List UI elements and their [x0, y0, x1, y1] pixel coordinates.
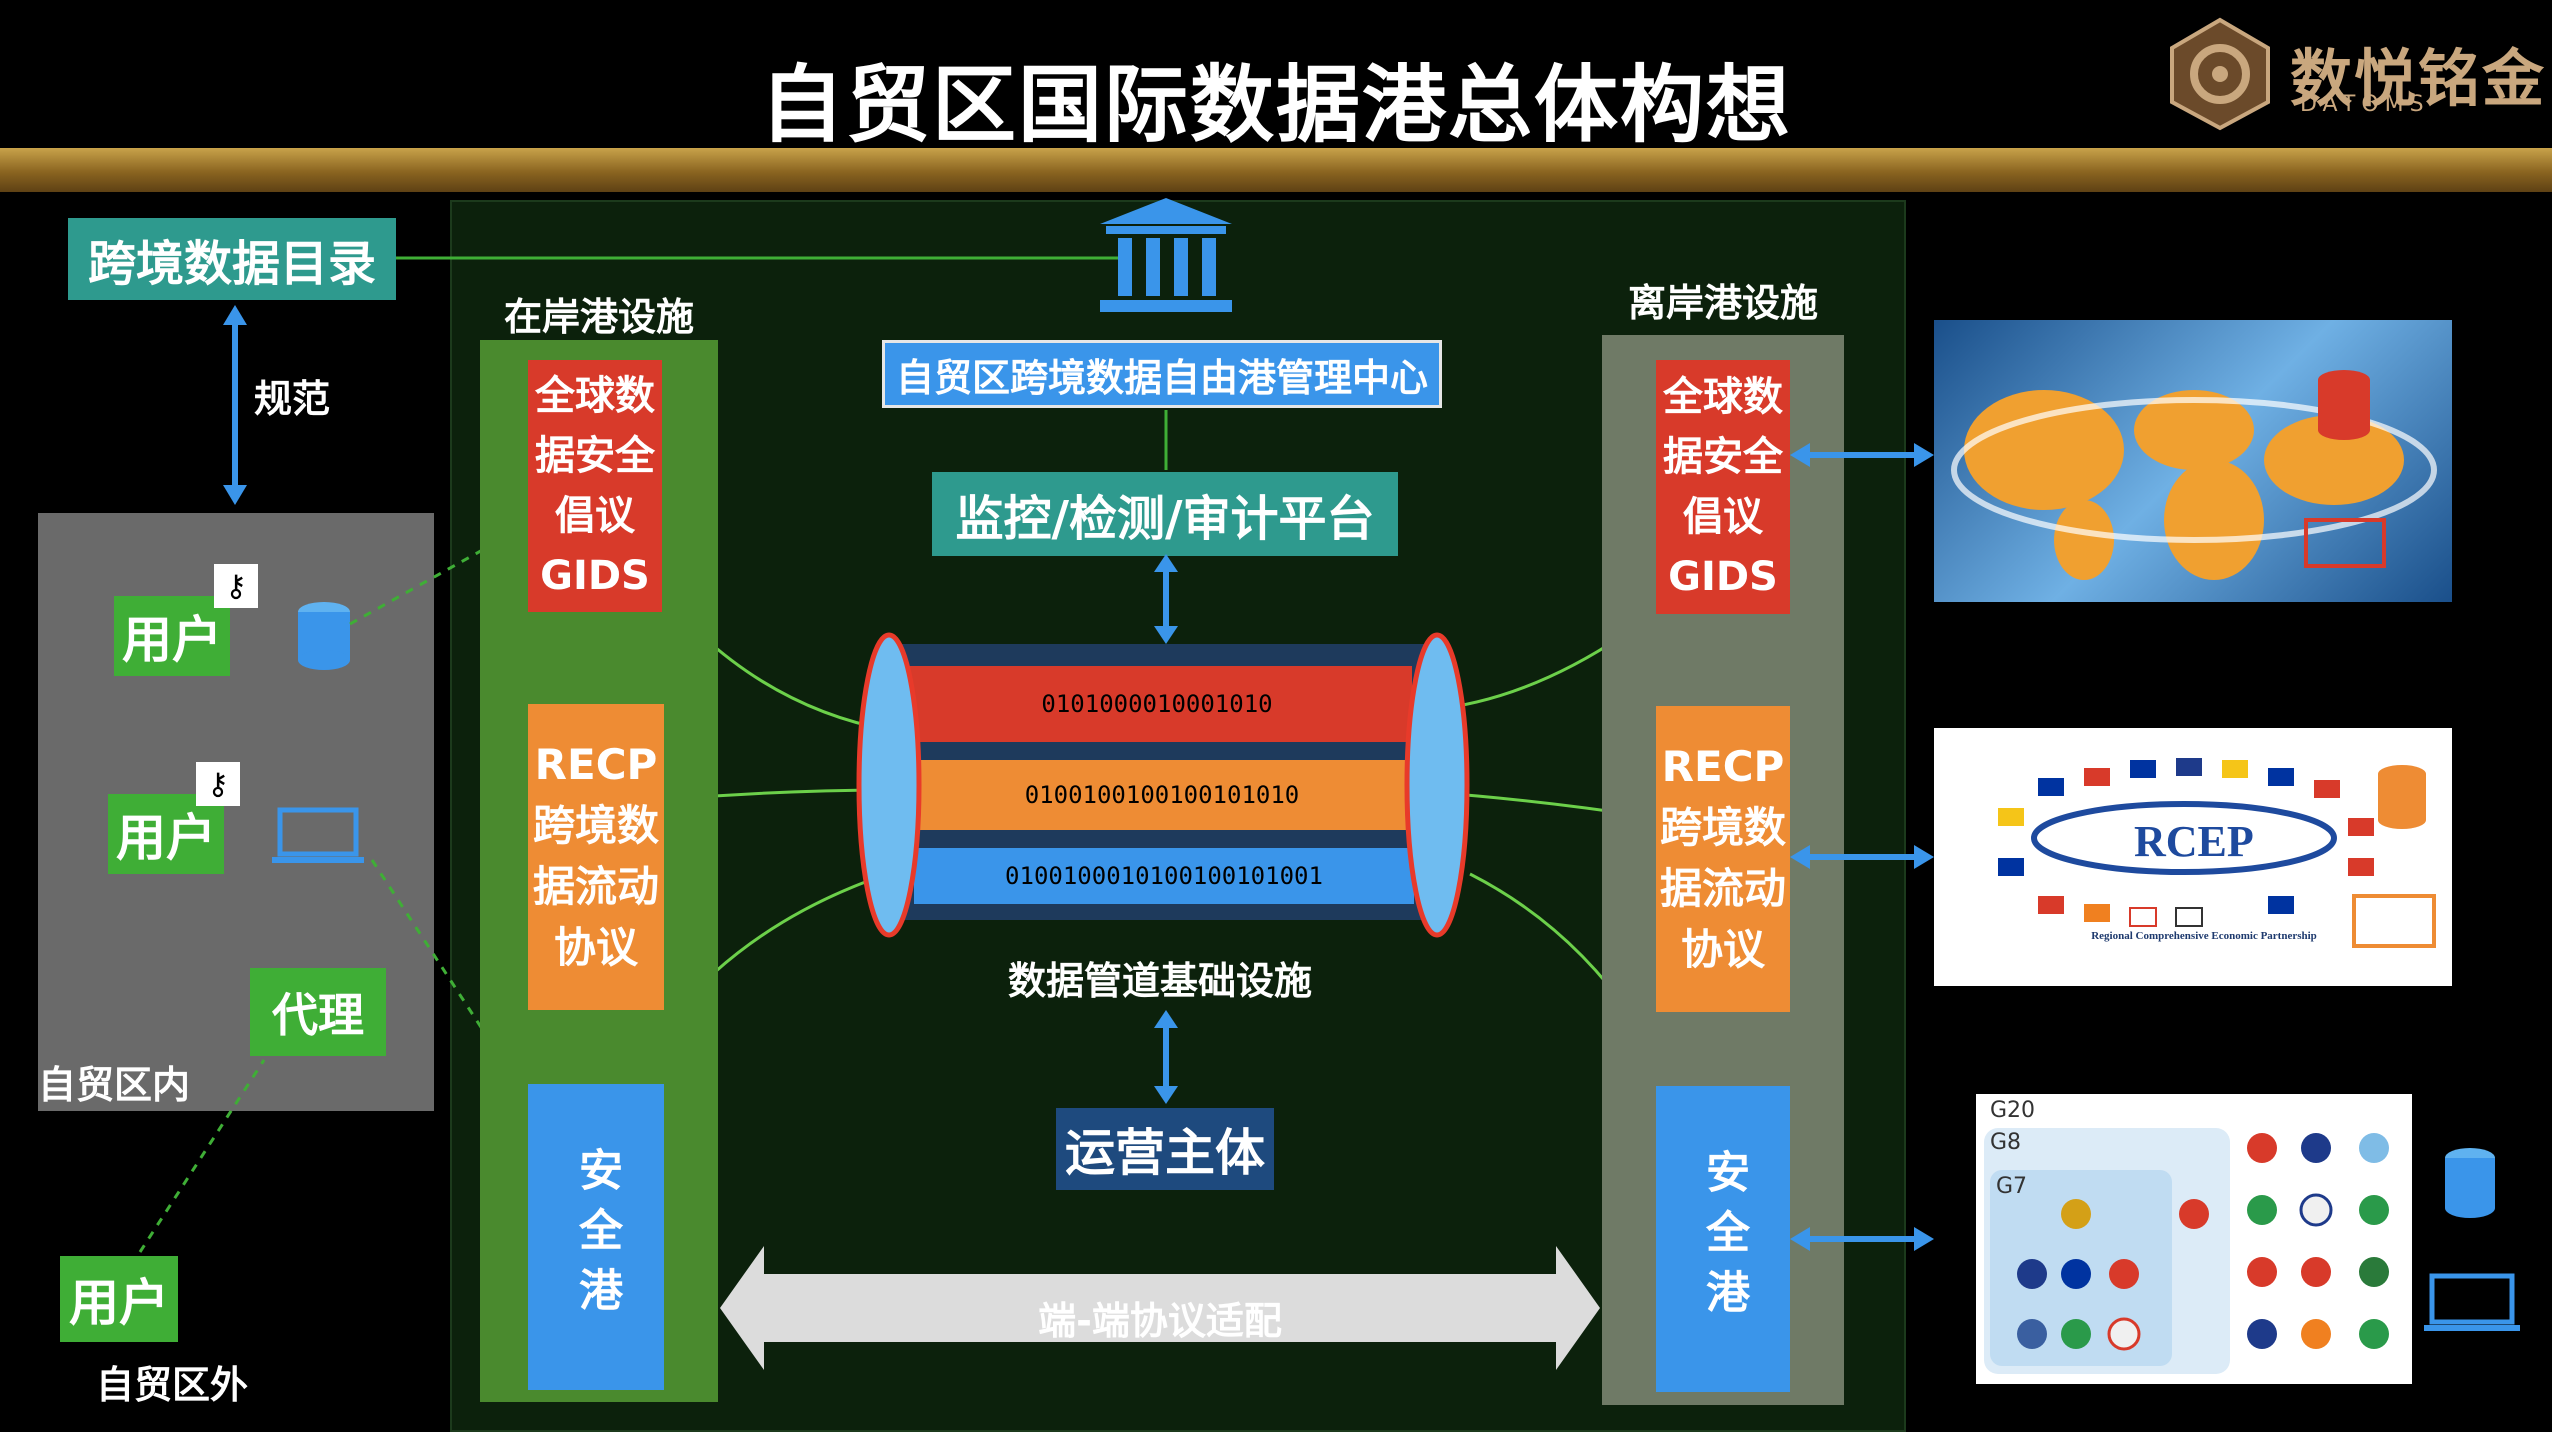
- world-map-image: [1934, 320, 2452, 602]
- key-icon: ⚷: [196, 762, 240, 806]
- pipe-row-red: 0101000010001010: [902, 666, 1412, 742]
- key-icon: ⚷: [214, 564, 258, 608]
- g8-label: G8: [1990, 1130, 2022, 1155]
- norm-label: 规范: [254, 377, 331, 421]
- proxy-box: 代理: [250, 968, 386, 1056]
- protocol-adapter-arrow: [720, 1246, 1600, 1370]
- database-icon: [298, 602, 350, 670]
- user-box-2: 用户: [108, 794, 224, 874]
- recp-line: 跨境数: [532, 801, 659, 851]
- recp-line: 协议: [553, 922, 638, 972]
- operator-box: 运营主体: [1056, 1108, 1274, 1190]
- pipe-left-cap: [856, 632, 922, 938]
- gids-line: 倡议: [1683, 494, 1763, 540]
- pipe-right-cap: [1404, 632, 1470, 938]
- onshore-safe-port: 安全港: [528, 1084, 664, 1390]
- recp-line: 协议: [1680, 924, 1765, 974]
- g7-label: G7: [1996, 1174, 2028, 1199]
- monitor-arrow-icon: [1154, 554, 1178, 644]
- pipe-caption: 数据管道基础设施: [1007, 959, 1312, 1003]
- user-box-outside: 用户: [60, 1256, 178, 1342]
- group-flags-icon: [2017, 1133, 2389, 1351]
- gids-line: 全球数: [1663, 374, 1783, 420]
- g20-image: G20 G8 G7: [1976, 1094, 2412, 1384]
- gids-line: 据安全: [1663, 434, 1783, 480]
- header-gold-bar: [0, 148, 2552, 192]
- recp-line: 据流动: [532, 862, 659, 911]
- gids-line: 据安全: [535, 433, 655, 479]
- operator-arrow-icon: [1154, 1010, 1178, 1104]
- onshore-recp-box: RECP 跨境数 据流动 协议: [528, 704, 664, 1010]
- recp-line: 据流动: [1659, 864, 1786, 913]
- page-title: 自贸区国际数据港总体构想: [759, 56, 1792, 154]
- offshore-recp-box: RECP 跨境数 据流动 协议: [1656, 706, 1790, 1012]
- recp-line: 跨境数: [1659, 803, 1786, 853]
- brand-logo-icon: [2170, 17, 2270, 131]
- institution-building-icon: [1100, 198, 1232, 312]
- safe-port-label: 安全港: [1698, 1149, 1749, 1329]
- onshore-gids-box: 全球数 据安全 倡议 GIDS: [528, 360, 662, 612]
- outside-zone-label: 自贸区外: [96, 1363, 249, 1407]
- rcep-flags-icon: [1998, 758, 2436, 948]
- user-box-1: 用户: [114, 596, 230, 676]
- recp-line: RECP: [534, 740, 658, 790]
- brand-subtitle: DATOMS: [2300, 92, 2430, 117]
- onshore-title: 在岸港设施: [503, 295, 694, 339]
- offshore-gids-box: 全球数 据安全 倡议 GIDS: [1656, 360, 1790, 614]
- laptop-icon: [272, 807, 364, 863]
- rcep-logo-text: RCEP: [2134, 817, 2254, 866]
- safe-port-arrow-icon: [1790, 1227, 1934, 1251]
- rcep-image: RCEP Regional Comprehensive Economic Par…: [1934, 728, 2452, 986]
- rcep-subtitle: Regional Comprehensive Economic Partners…: [2091, 930, 2317, 942]
- g20-label: G20: [1990, 1098, 2036, 1123]
- pipe-row-blue: 0100100010100100101001: [914, 848, 1414, 904]
- pipe-row-orange: 0100100100100101010: [918, 760, 1406, 830]
- gids-line: 全球数: [535, 373, 655, 419]
- recp-arrow-icon: [1790, 845, 1934, 869]
- recp-line: RECP: [1661, 742, 1785, 792]
- gids-line: GIDS: [1668, 554, 1778, 600]
- gids-line: 倡议: [555, 493, 635, 539]
- monitor-audit-platform: 监控/检测/审计平台: [932, 472, 1398, 556]
- offshore-safe-port: 安全港: [1656, 1086, 1790, 1392]
- cross-border-catalog: 跨境数据目录: [68, 218, 396, 300]
- world-map-icon: [1951, 370, 2437, 580]
- brand-name: 数悦铭金: [2290, 42, 2547, 115]
- protocol-adapter-label: 端-端协议适配: [1038, 1299, 1282, 1343]
- laptop-icon: [2424, 1273, 2520, 1331]
- inside-zone-label: 自贸区内: [38, 1063, 191, 1107]
- gids-line: GIDS: [540, 553, 650, 599]
- database-icon: [2445, 1148, 2495, 1218]
- safe-port-label: 安全港: [571, 1147, 622, 1327]
- gids-arrow-icon: [1790, 443, 1934, 467]
- norm-arrow-icon: [223, 305, 247, 505]
- offshore-title: 离岸港设施: [1627, 281, 1818, 325]
- management-center: 自贸区跨境数据自由港管理中心: [882, 340, 1442, 408]
